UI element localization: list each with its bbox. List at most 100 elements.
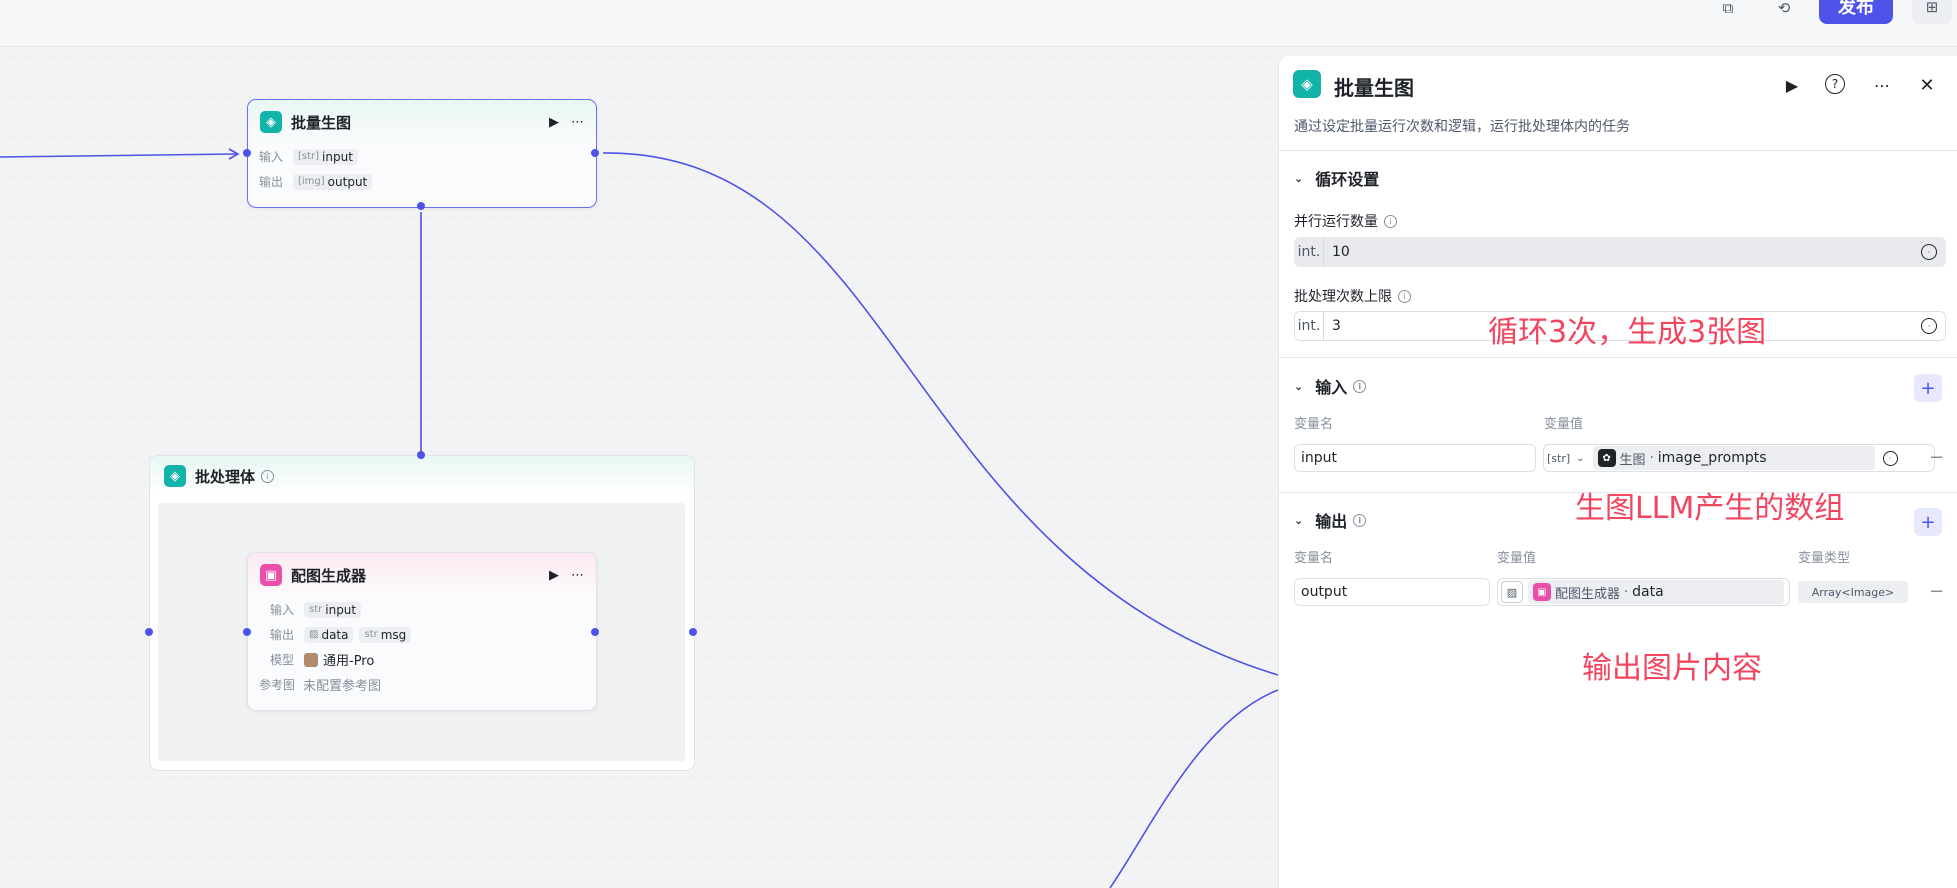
ref-field: image_prompts xyxy=(1657,450,1767,466)
panel-title: 批量生图 xyxy=(1334,76,1414,100)
parallel-count-input[interactable]: int. 10 · xyxy=(1294,237,1946,267)
add-window-icon[interactable]: ⊞ xyxy=(1912,0,1952,24)
parallel-count-label: 并行运行数量 i xyxy=(1294,211,1397,231)
loop-start-port[interactable] xyxy=(145,628,153,636)
node-header: ▣ 配图生成器 ▶ ⋯ xyxy=(248,553,596,597)
info-icon[interactable]: i xyxy=(261,469,275,483)
more-icon[interactable]: ⋯ xyxy=(1874,75,1890,95)
info-icon[interactable]: i xyxy=(1353,379,1367,393)
batch-limit-input[interactable]: int. 3 · xyxy=(1294,311,1946,341)
output-var-value-field[interactable]: ▨ ▣ 配图生成器 · data xyxy=(1497,578,1790,606)
chip-type: [str] xyxy=(298,151,320,162)
row-label: 输入 xyxy=(259,150,284,164)
col-var-type: 变量类型 xyxy=(1798,551,1851,566)
model-value: 通用-Pro xyxy=(323,654,375,669)
type-tag: [str] xyxy=(1547,451,1571,465)
chip-value: output xyxy=(327,174,368,189)
chip-type: str xyxy=(309,604,323,615)
col-var-name: 变量名 xyxy=(1294,417,1334,432)
copy-icon[interactable]: ⧉ xyxy=(1722,0,1734,17)
section-title: 输入 xyxy=(1315,378,1348,397)
var-chip: [img]output xyxy=(293,173,373,190)
row-label: 模型 xyxy=(270,653,295,667)
close-icon[interactable]: ✕ xyxy=(1919,74,1935,96)
type-prefix: int. xyxy=(1295,312,1324,340)
variable-ref-icon[interactable]: · xyxy=(1921,244,1937,260)
divider xyxy=(1279,492,1957,493)
ref-source: 配图生成器 xyxy=(1555,586,1621,602)
loop-body-port[interactable] xyxy=(417,451,425,459)
input-var-value-field[interactable]: [str] ⌄ ✿ 生图 · image_prompts · xyxy=(1543,444,1935,472)
input-port[interactable] xyxy=(243,149,251,157)
node-title: 配图生成器 xyxy=(291,566,367,585)
more-icon[interactable]: ⋯ xyxy=(571,114,584,130)
section-title: 循环设置 xyxy=(1315,170,1380,189)
image-icon: ▣ xyxy=(260,564,282,586)
node-row-model: 模型 通用-Pro xyxy=(248,647,596,672)
chip-type: str xyxy=(364,629,378,640)
add-output-button[interactable]: + xyxy=(1914,508,1942,536)
run-icon[interactable]: ▶ xyxy=(549,114,559,130)
image-icon: ▣ xyxy=(1533,583,1551,601)
help-icon[interactable]: ? xyxy=(1825,74,1845,94)
info-icon[interactable]: i xyxy=(1353,513,1367,527)
info-icon[interactable]: i xyxy=(1384,214,1397,228)
more-icon[interactable]: ⋯ xyxy=(571,567,584,583)
node-row-output: 输出 [img]output xyxy=(248,169,596,194)
remove-input-icon[interactable]: − xyxy=(1929,447,1945,468)
output-port[interactable] xyxy=(591,628,599,636)
history-icon[interactable]: ⟲ xyxy=(1777,0,1791,17)
output-port[interactable] xyxy=(591,149,599,157)
loop-settings-header[interactable]: ⌄ 循环设置 xyxy=(1294,166,1379,190)
remove-output-icon[interactable]: − xyxy=(1929,581,1945,602)
row-label: 输出 xyxy=(270,628,295,642)
node-row-reference: 参考图 未配置参考图 xyxy=(248,672,596,697)
chevron-down-icon: ⌄ xyxy=(1294,379,1304,393)
run-icon[interactable]: ▶ xyxy=(549,567,559,583)
layers-icon: ◈ xyxy=(260,111,282,133)
ref-source: 生图 xyxy=(1619,452,1646,468)
info-icon[interactable]: i xyxy=(1398,289,1411,303)
variable-ref-icon[interactable]: · xyxy=(1882,450,1898,466)
node-header: ◈ 批量生图 ▶ ⋯ xyxy=(248,100,596,144)
add-input-button[interactable]: + xyxy=(1914,374,1942,402)
input-section-header[interactable]: ⌄ 输入 i xyxy=(1294,374,1367,398)
node-config-panel: ◈ 批量生图 ▶ ? ⋯ ✕ 通过设定批量运行次数和逻辑，运行批处理体内的任务 … xyxy=(1278,56,1957,888)
model-avatar xyxy=(304,652,318,667)
output-var-name-field[interactable]: output xyxy=(1294,578,1490,606)
label-text: 并行运行数量 xyxy=(1294,214,1378,230)
divider xyxy=(1279,150,1957,151)
input-var-name-field[interactable]: input xyxy=(1294,444,1536,472)
input-port[interactable] xyxy=(243,628,251,636)
col-var-name: 变量名 xyxy=(1294,551,1334,566)
loop-port[interactable] xyxy=(417,202,425,210)
var-chip: [str]input xyxy=(293,148,358,165)
publish-button[interactable]: 发布 xyxy=(1819,0,1893,24)
input-value: 3 xyxy=(1332,318,1341,334)
chip-type: [img] xyxy=(298,176,325,187)
annotation-output-note: 输出图片内容 xyxy=(1582,651,1762,686)
variable-ref-icon[interactable]: · xyxy=(1921,318,1937,334)
col-var-value: 变量值 xyxy=(1544,417,1584,432)
chip-value: input xyxy=(322,149,353,164)
reference-value: 未配置参考图 xyxy=(303,679,382,694)
chevron-down-icon[interactable]: ⌄ xyxy=(1576,452,1585,464)
loop-body-title: 批处理体 xyxy=(195,467,256,486)
panel-header: ◈ 批量生图 ▶ ? ⋯ ✕ xyxy=(1279,56,1957,100)
chip-value: data xyxy=(321,627,349,642)
layers-icon: ◈ xyxy=(164,465,186,487)
batch-image-node[interactable]: ◈ 批量生图 ▶ ⋯ 输入 [str]input 输出 [img]output xyxy=(247,99,597,208)
run-icon[interactable]: ▶ xyxy=(1785,75,1799,95)
loop-end-port[interactable] xyxy=(689,628,697,636)
chevron-down-icon: ⌄ xyxy=(1294,171,1304,185)
annotation-loop-note: 循环3次，生成3张图 xyxy=(1488,315,1767,350)
llm-node-icon: ✿ xyxy=(1597,449,1616,467)
layers-icon: ◈ xyxy=(1293,70,1321,98)
